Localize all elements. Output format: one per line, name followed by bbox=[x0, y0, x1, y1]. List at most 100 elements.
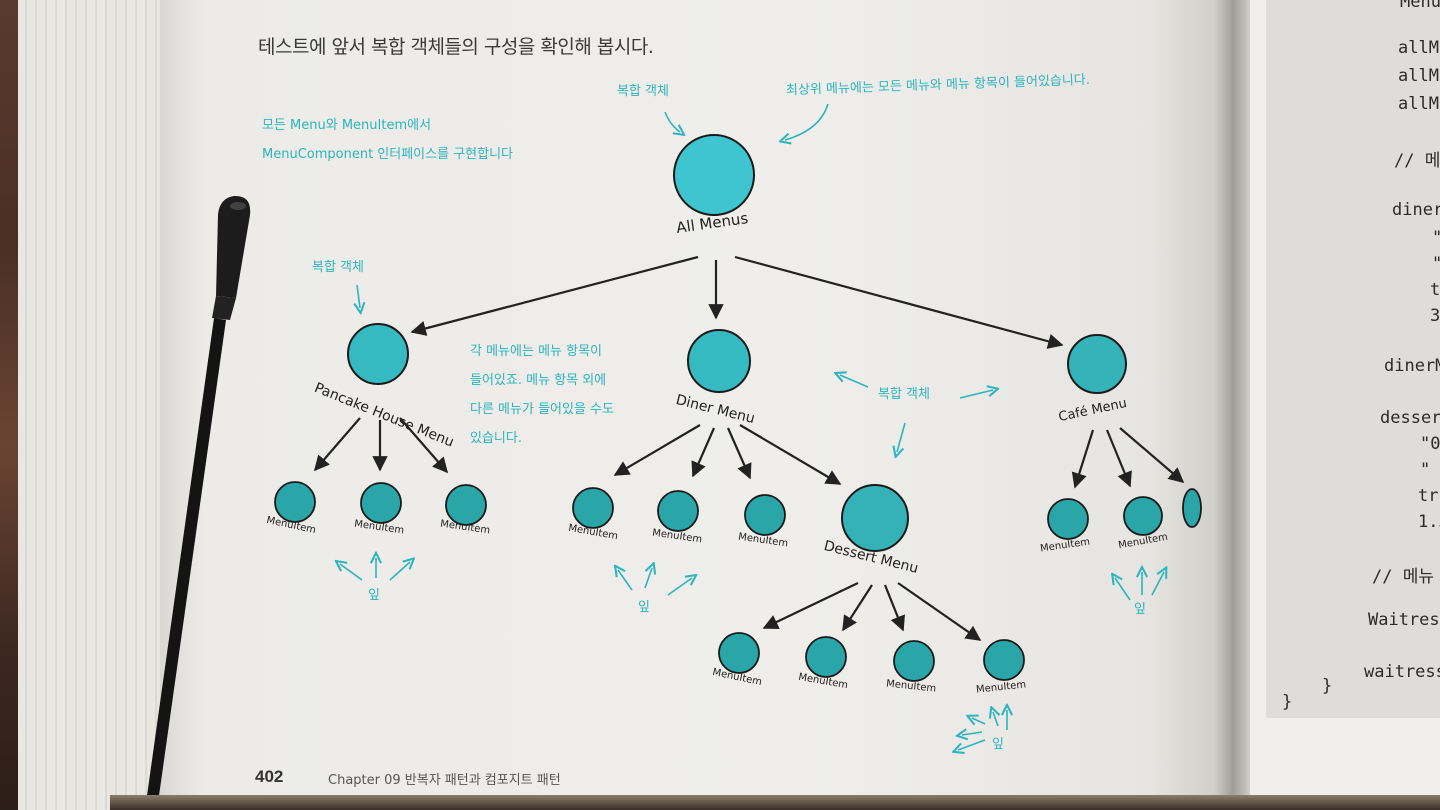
leaf-menuitem-pancake-3 bbox=[445, 484, 487, 526]
anno-arrow-top-note bbox=[785, 103, 829, 140]
code-line: dinerM bbox=[1384, 356, 1440, 376]
code-line: t bbox=[1430, 280, 1440, 300]
code-line: 1.5 bbox=[1418, 512, 1440, 532]
leaf-menuitem-cafe-2 bbox=[1123, 496, 1163, 536]
leaf-arrow-4 bbox=[618, 570, 633, 591]
node-cafe-menu bbox=[1067, 334, 1127, 394]
arrow-diner-dessert bbox=[739, 424, 842, 485]
leaf-arrow-7 bbox=[1115, 578, 1131, 601]
anno-leaf-pancake: 잎 bbox=[368, 588, 380, 603]
leaf-menuitem-dessert-1 bbox=[718, 632, 760, 674]
leaf-arrow-12 bbox=[972, 718, 986, 724]
arrow-dessert-item4 bbox=[897, 582, 982, 641]
anno-composite-pancake: 복합 객체 bbox=[312, 260, 364, 275]
anno-leaf-cafe: 잎 bbox=[1134, 602, 1146, 617]
code-listing-panel bbox=[1266, 0, 1440, 718]
leaf-menuitem-dessert-3 bbox=[893, 640, 935, 682]
page-number: 402 bbox=[255, 767, 284, 786]
anno-composite-mid: 복합 객체 bbox=[878, 387, 930, 402]
anno-composite-root: 복합 객체 bbox=[617, 84, 669, 99]
node-diner-menu bbox=[687, 329, 751, 393]
arrow-dessert-item1 bbox=[762, 582, 859, 629]
leaf-menuitem-cafe-3 bbox=[1182, 488, 1202, 528]
anno-each-menu-3: 다른 메뉴가 들어있을 수도 bbox=[470, 402, 614, 417]
pen-shaft bbox=[145, 318, 226, 810]
anno-each-menu-4: 있습니다. bbox=[470, 431, 522, 446]
code-line: } bbox=[1282, 692, 1293, 712]
arrow-diner-item2 bbox=[691, 427, 716, 478]
anno-interface-note-2: MenuComponent 인터페이스를 구현합니다 bbox=[262, 147, 513, 162]
leaf-menuitem-cafe-1 bbox=[1047, 498, 1089, 540]
anno-arrow-pancake bbox=[357, 284, 360, 308]
code-line: diner bbox=[1392, 200, 1440, 220]
leaf-arrow-1 bbox=[340, 564, 363, 581]
leaf-menuitem-pancake-1 bbox=[274, 481, 316, 523]
anno-interface-note-1: 모든 Menu와 MenuItem에서 bbox=[262, 118, 432, 133]
anno-leaf-diner: 잎 bbox=[638, 600, 650, 615]
leaf-arrow-9 bbox=[1151, 572, 1164, 596]
code-line: allM bbox=[1398, 66, 1439, 86]
arrow-cafe-item1 bbox=[1071, 429, 1095, 489]
arrow-pancake-item1 bbox=[313, 417, 361, 472]
code-line: desser bbox=[1380, 408, 1440, 428]
anno-leaf-dessert: 잎 bbox=[992, 737, 1004, 752]
pen-collar bbox=[212, 296, 236, 320]
node-dessert-menu bbox=[841, 484, 909, 552]
anno-arrow-root bbox=[664, 111, 680, 132]
arrow-dessert-item3 bbox=[883, 584, 906, 632]
code-line: // 메뉴 bbox=[1372, 567, 1434, 587]
code-line: Menu bbox=[1400, 0, 1440, 12]
arrow-cafe-item3 bbox=[1119, 427, 1185, 484]
pen-cap bbox=[216, 195, 251, 298]
code-line: // 메 bbox=[1394, 151, 1440, 171]
code-line: 3 bbox=[1430, 306, 1440, 326]
leaf-arrow-3 bbox=[389, 562, 410, 581]
tree-arrows bbox=[313, 255, 1185, 641]
arrow-pancake-item3 bbox=[399, 417, 449, 474]
node-all-menus bbox=[673, 134, 755, 216]
code-line: } bbox=[1322, 676, 1333, 696]
leaf-menuitem-dessert-2 bbox=[805, 636, 847, 678]
code-line: allM bbox=[1398, 38, 1439, 58]
arrow-diner-item1 bbox=[613, 424, 701, 476]
arrow-root-pancake bbox=[410, 255, 699, 336]
book-gutter bbox=[1215, 0, 1255, 810]
code-line: " bbox=[1420, 460, 1431, 480]
code-line: "0 bbox=[1420, 434, 1440, 454]
code-line: tr bbox=[1418, 486, 1439, 506]
leaf-menuitem-diner-3 bbox=[744, 494, 786, 536]
leaf-menuitem-pancake-2 bbox=[360, 482, 402, 524]
arrow-cafe-item2 bbox=[1105, 429, 1132, 488]
left-book-page bbox=[160, 0, 1235, 810]
arrow-diner-item3 bbox=[726, 427, 752, 480]
code-line: " bbox=[1432, 254, 1440, 274]
code-line: allM bbox=[1398, 94, 1439, 114]
leaf-arrow-6 bbox=[667, 578, 692, 596]
book-bottom-edge bbox=[110, 795, 1440, 810]
node-pancake-house-menu bbox=[347, 323, 409, 385]
arrow-root-cafe bbox=[734, 255, 1064, 349]
page-heading: 테스트에 앞서 복합 객체들의 구성을 확인해 봅시다. bbox=[258, 36, 654, 58]
leaf-menuitem-diner-1 bbox=[572, 487, 614, 529]
anno-each-menu-2: 들어있죠. 메뉴 항목 외에 bbox=[470, 373, 607, 388]
anno-arrow-dessert bbox=[897, 422, 906, 452]
code-line: waitress bbox=[1364, 662, 1440, 682]
arrow-dessert-item2 bbox=[842, 584, 873, 632]
chapter-title: Chapter 09 반복자 패턴과 컴포지트 패턴 bbox=[328, 773, 561, 788]
annotation-arrows bbox=[340, 103, 1164, 750]
leaf-arrow-10 bbox=[958, 739, 986, 750]
code-line: Waitres bbox=[1368, 610, 1440, 630]
anno-each-menu-1: 각 메뉴에는 메뉴 항목이 bbox=[470, 344, 602, 359]
leaf-menuitem-diner-2 bbox=[657, 490, 699, 532]
page-stack-edge bbox=[18, 0, 168, 810]
code-line: " bbox=[1432, 228, 1440, 248]
leaf-arrow-11 bbox=[962, 732, 983, 735]
leaf-arrow-13 bbox=[993, 712, 998, 727]
anno-arrow-cafe bbox=[959, 390, 993, 399]
anno-arrow-diner bbox=[840, 375, 869, 388]
leaf-menuitem-dessert-4 bbox=[983, 639, 1025, 681]
pen-highlight bbox=[230, 202, 246, 210]
leaf-arrow-5 bbox=[644, 568, 652, 589]
